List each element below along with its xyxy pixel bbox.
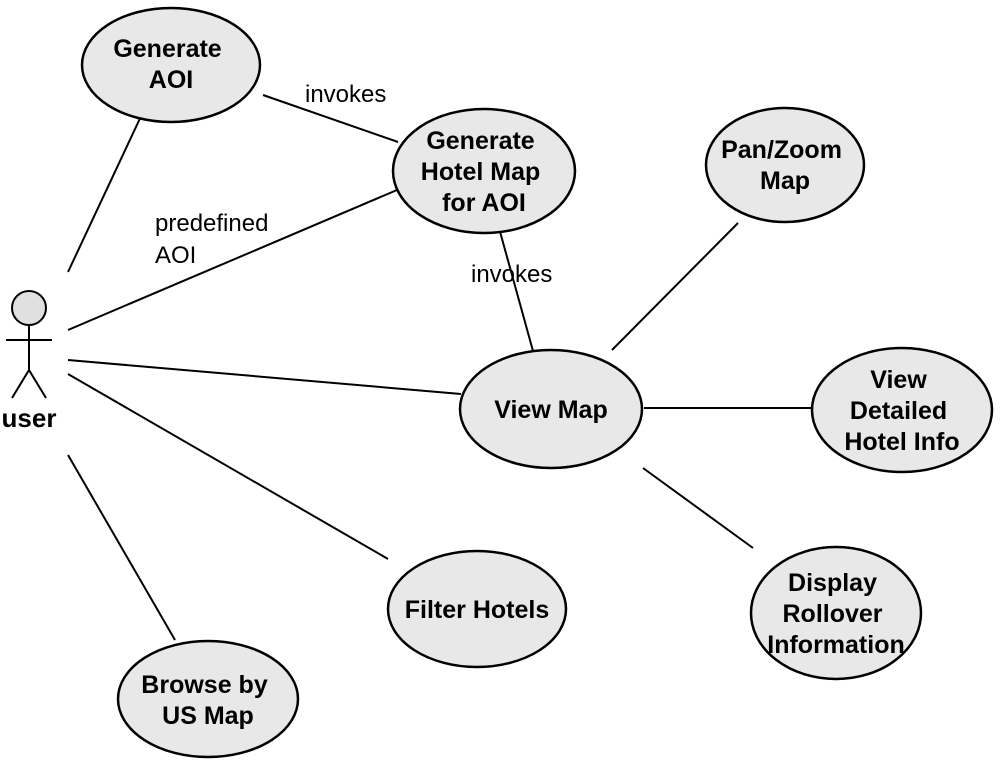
user-to-view-map-line	[67, 359, 462, 395]
use-case-browse-by-us-map-line-1: Browse by	[141, 671, 268, 699]
predefined-aoi-label: predefined AOI	[155, 210, 275, 269]
use-case-browse-by-us-map: Browse by US Map	[116, 639, 300, 759]
generate-aoi-to-hotel-map-line	[262, 94, 399, 143]
use-case-generate-hotel-map-line-1: Generate	[426, 127, 534, 155]
use-case-display-rollover-information-line-1: Display	[788, 569, 877, 597]
use-case-view-detailed-hotel-info-line-2: Detailed	[850, 397, 947, 425]
predefined-aoi-label-line-2: AOI	[155, 242, 196, 269]
use-case-view-detailed-hotel-info-line-1: View	[870, 366, 927, 394]
use-case-view-detailed-hotel-info-shape	[810, 346, 994, 474]
use-case-browse-by-us-map-label: Browse by US Map	[141, 671, 274, 730]
use-case-generate-hotel-map-line-2: Hotel Map	[421, 158, 540, 186]
use-case-generate-aoi-label: Generate AOI	[113, 35, 228, 94]
user-to-hotel-map-line	[67, 189, 398, 331]
use-case-display-rollover-information: Display Rollover Information	[749, 545, 923, 681]
use-case-view-detailed-hotel-info: View Detailed Hotel Info	[810, 346, 994, 474]
hotel-map-to-view-map-line	[498, 227, 534, 352]
use-case-generate-hotel-map-line-3: for AOI	[442, 189, 526, 217]
user-to-generate-aoi-line	[67, 111, 144, 273]
use-case-view-map: View Map	[458, 348, 644, 470]
use-case-pan-zoom-map-label: Pan/Zoom Map	[721, 136, 849, 195]
actor-name-label: user	[2, 403, 57, 433]
use-case-pan-zoom-map-shape	[704, 106, 866, 224]
use-case-view-map-line-1: View Map	[494, 396, 607, 424]
use-case-generate-aoi-line-2: AOI	[149, 66, 193, 94]
use-case-view-detailed-hotel-info-label: View Detailed Hotel Info	[844, 366, 959, 456]
use-case-generate-hotel-map-shape	[391, 107, 577, 235]
predefined-aoi-label-line-1: predefined	[155, 210, 268, 237]
use-case-filter-hotels-shape	[386, 549, 568, 669]
use-case-display-rollover-information-label: Display Rollover Information	[767, 569, 905, 659]
use-case-pan-zoom-map-line-2: Map	[760, 167, 810, 195]
use-case-pan-zoom-map: Pan/Zoom Map	[704, 106, 866, 224]
use-case-display-rollover-information-line-2: Rollover	[783, 600, 883, 628]
use-case-view-map-shape	[458, 348, 644, 470]
hotel-map-invokes-label: invokes	[471, 261, 552, 288]
user-actor	[6, 290, 52, 399]
use-case-generate-aoi: Generate AOI	[80, 6, 262, 124]
use-case-generate-hotel-map-label: Generate Hotel Map for AOI	[421, 127, 547, 217]
actor-head	[11, 290, 47, 326]
use-case-view-map-label: View Map	[494, 396, 607, 424]
use-case-pan-zoom-map-line-1: Pan/Zoom	[721, 136, 842, 164]
use-case-view-detailed-hotel-info-line-3: Hotel Info	[844, 428, 959, 456]
use-case-display-rollover-information-line-3: Information	[767, 631, 905, 659]
actor-left-leg	[11, 369, 30, 399]
use-case-filter-hotels: Filter Hotels	[386, 549, 568, 669]
use-case-filter-hotels-label: Filter Hotels	[405, 596, 549, 624]
use-case-display-rollover-information-shape	[749, 545, 923, 681]
use-case-browse-by-us-map-shape	[116, 639, 300, 759]
user-to-browse-map-line	[67, 454, 176, 641]
use-case-generate-aoi-shape	[80, 6, 262, 124]
use-case-filter-hotels-line-1: Filter Hotels	[405, 596, 549, 624]
view-map-to-pan-zoom-line	[611, 222, 739, 351]
associations	[67, 94, 815, 641]
user-to-filter-hotels-line	[67, 373, 389, 560]
use-case-generate-hotel-map: Generate Hotel Map for AOI	[391, 107, 577, 235]
actor-right-leg	[28, 369, 47, 399]
generate-aoi-invokes-label: invokes	[305, 81, 386, 108]
view-map-to-rollover-line	[642, 467, 754, 549]
use-case-browse-by-us-map-line-2: US Map	[162, 702, 254, 730]
use-case-generate-aoi-line-1: Generate	[113, 35, 221, 63]
